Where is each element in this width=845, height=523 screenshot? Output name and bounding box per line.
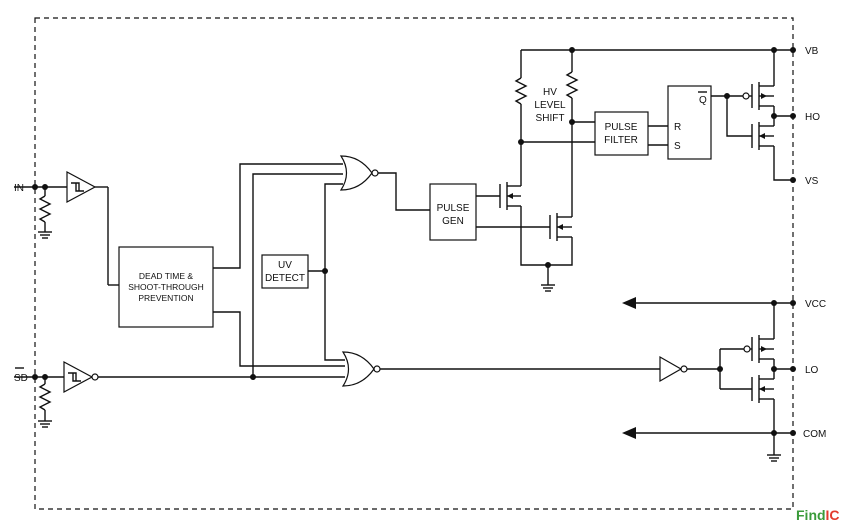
pulse-gen-label-2: GEN — [442, 216, 464, 227]
hv-label-2: LEVEL — [534, 100, 566, 111]
lo-driver-inverter — [659, 355, 683, 383]
level-shift-fet-1 — [499, 182, 521, 210]
in-schmitt-buffer — [66, 170, 97, 204]
pin-sd-label: SD — [14, 373, 28, 384]
pulse-gen-block — [429, 183, 477, 241]
pin-vcc-label: VCC — [805, 299, 826, 310]
lower-nor-gate — [341, 351, 375, 387]
sd-input-stage — [14, 360, 345, 428]
uv-label-2: DETECT — [265, 273, 305, 284]
upper-nor-gate — [339, 155, 373, 191]
hv-label-3: SHIFT — [536, 113, 565, 124]
sd-schmitt-inverter — [63, 360, 94, 394]
pulse-filter-label-2: FILTER — [604, 135, 638, 146]
hv-label-1: HV — [543, 87, 557, 98]
dead-time-label-1: DEAD TIME & — [139, 271, 193, 281]
pin-vs-label: VS — [805, 176, 819, 187]
pin-com-label: COM — [803, 429, 826, 440]
latch-q-label: Q — [699, 95, 707, 106]
pin-vb-label: VB — [805, 46, 819, 57]
low-side-upper-fet — [750, 335, 774, 363]
pin-in-label: IN — [14, 183, 24, 194]
pin-ho-label: HO — [805, 112, 820, 123]
logo-part-2: IC — [826, 507, 840, 523]
high-side-lower-fet — [751, 122, 774, 150]
level-shift-fet-2 — [549, 213, 572, 241]
rs-latch-block — [667, 85, 712, 160]
latch-s-label: S — [674, 141, 681, 152]
chip-boundary — [34, 17, 794, 510]
high-side-upper-fet — [749, 82, 774, 110]
pulse-filter-label-1: PULSE — [605, 122, 638, 133]
findic-logo: FindIC — [796, 507, 840, 523]
pin-lo-label: LO — [805, 365, 819, 376]
in-input-stage — [14, 170, 119, 286]
pulse-gen-label-1: PULSE — [437, 203, 470, 214]
uv-detect-block — [261, 254, 309, 289]
latch-r-label: R — [674, 122, 681, 133]
dead-time-block — [118, 246, 214, 328]
uv-label-1: UV — [278, 260, 292, 271]
logo-part-1: Find — [796, 507, 826, 523]
pulse-filter-block — [594, 111, 649, 156]
low-side-lower-fet — [751, 375, 774, 403]
dead-time-label-3: PREVENTION — [138, 293, 193, 303]
dead-time-label-2: SHOOT-THROUGH — [128, 282, 204, 292]
